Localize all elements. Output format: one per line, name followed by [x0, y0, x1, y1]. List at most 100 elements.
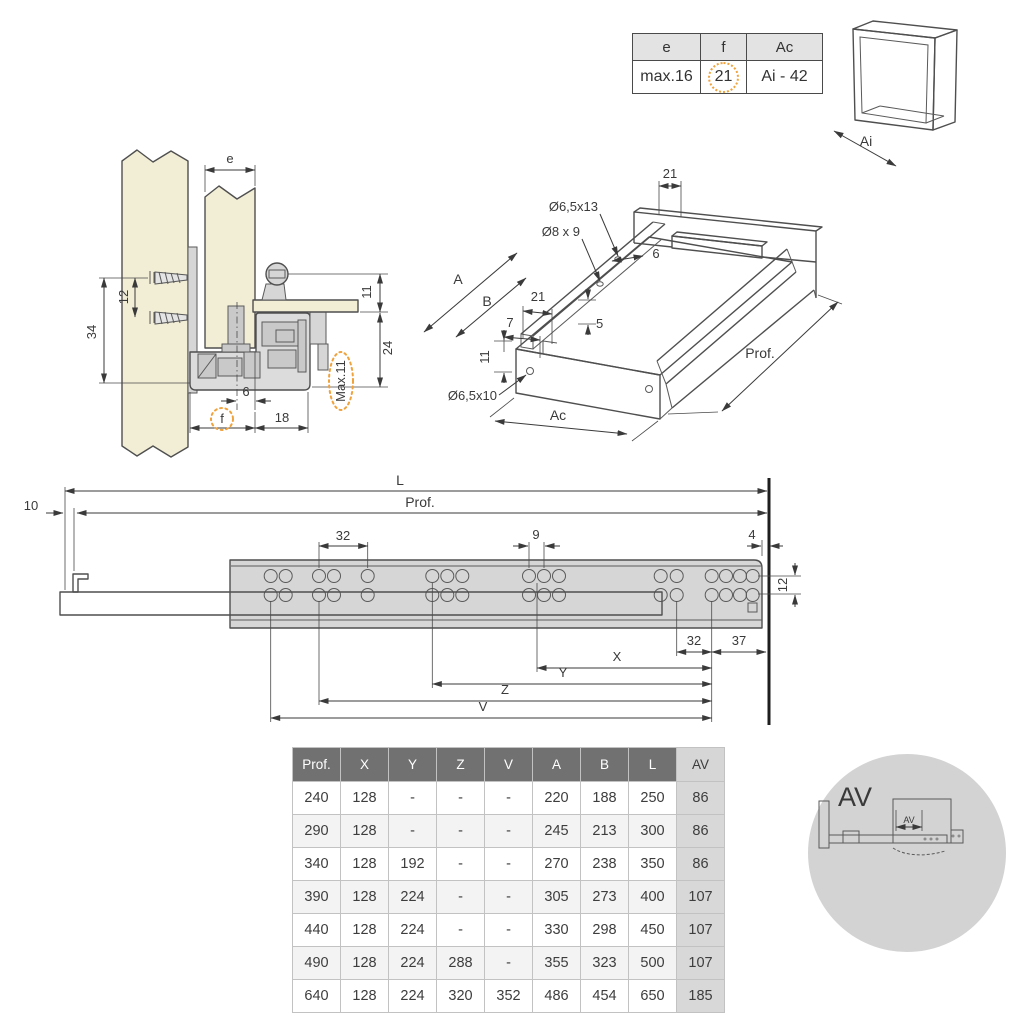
av-detail-drawing: AV AV	[808, 754, 1006, 952]
iso-dim-a: A	[453, 271, 463, 287]
table-cell: 490	[292, 946, 341, 980]
table-cell: 86	[676, 847, 725, 881]
drawer-body	[892, 798, 952, 844]
table-cell: 640	[292, 979, 341, 1013]
table-cell: 298	[580, 913, 629, 947]
table-cell: 454	[580, 979, 629, 1013]
dim-12-label: 12	[116, 290, 131, 304]
table-cell: 320	[436, 979, 485, 1013]
table-cell: 86	[676, 814, 725, 848]
cabinet-ai-label: Ai	[860, 133, 872, 149]
column-header-y: Y	[388, 747, 437, 782]
table-cell: -	[436, 814, 485, 848]
table-cell: -	[436, 781, 485, 815]
screw-top	[149, 271, 188, 285]
slide-mechanism-parts	[197, 319, 307, 379]
table-cell: 290	[292, 814, 341, 848]
back-wall	[633, 207, 823, 298]
table-cell: 400	[628, 880, 677, 914]
screw-bottom	[149, 311, 188, 325]
table-cell: -	[484, 781, 533, 815]
table-cell: 288	[436, 946, 485, 980]
table-cell: -	[436, 847, 485, 881]
table-cell: -	[436, 880, 485, 914]
av-detail-title: AV	[838, 782, 872, 812]
sv-dim-l: L	[396, 472, 404, 488]
table-cell: 224	[388, 880, 437, 914]
table-cell: 128	[340, 847, 389, 881]
table-cell: 238	[580, 847, 629, 881]
dim-11-label: 11	[359, 285, 374, 299]
table-cell: -	[388, 781, 437, 815]
side-view-drawing: L Prof. 10	[24, 472, 801, 725]
sv-dim-x: X	[613, 649, 622, 664]
dim-18-label: 18	[275, 410, 289, 425]
iso-dim-ac: Ac	[550, 407, 566, 423]
table-cell: 350	[628, 847, 677, 881]
table-cell: 440	[292, 913, 341, 947]
table-cell: 107	[676, 880, 725, 914]
f-value-highlight: 21	[708, 61, 739, 93]
inner-rail-bar	[59, 591, 663, 616]
column-header-v: V	[484, 747, 533, 782]
iso-dim-5: 5	[596, 316, 603, 331]
sv-dim-y: Y	[559, 665, 568, 680]
rail-hook	[72, 573, 89, 593]
table-cell: -	[484, 913, 533, 947]
table-cell: 128	[340, 979, 389, 1013]
mounting-plate	[187, 246, 198, 394]
sv-dim-32b: 32	[687, 633, 701, 648]
column-header-b: B	[580, 747, 629, 782]
sv-dim-v: V	[479, 699, 488, 714]
clip-detail	[747, 602, 758, 613]
column-header-av: AV	[676, 747, 725, 782]
roller-stem	[261, 283, 287, 301]
iso-dim-prof: Prof.	[745, 345, 775, 361]
spec-value-e: max.16	[632, 60, 701, 94]
iso-hole-spec-1: Ø6,5x13	[549, 199, 598, 214]
front-hole-right	[645, 385, 653, 393]
table-cell: -	[484, 814, 533, 848]
front-tab-upper	[309, 311, 327, 345]
sv-dim-4: 4	[748, 527, 755, 542]
table-cell: -	[436, 913, 485, 947]
table-cell: -	[388, 814, 437, 848]
table-cell: -	[484, 847, 533, 881]
fixing-bolt	[227, 305, 245, 347]
table-cell: 220	[532, 781, 581, 815]
table-cell: 128	[340, 880, 389, 914]
table-cell: 86	[676, 781, 725, 815]
table-cell: 300	[628, 814, 677, 848]
iso-dim-21-top: 21	[663, 166, 677, 181]
column-header-a: A	[532, 747, 581, 782]
table-cell: -	[484, 880, 533, 914]
spec-header-f: f	[700, 33, 747, 61]
table-cell: 390	[292, 880, 341, 914]
sv-dim-32a: 32	[336, 528, 350, 543]
detail-circle-background	[808, 754, 1006, 952]
drawer-body-rail-end	[950, 829, 964, 844]
column-header-z: Z	[436, 747, 485, 782]
drawer-bottom-panel	[252, 299, 359, 313]
table-cell: 213	[580, 814, 629, 848]
table-cell: 192	[388, 847, 437, 881]
cabinet-side-panel	[121, 149, 189, 458]
av-dim-label: AV	[903, 815, 914, 825]
table-cell: 107	[676, 913, 725, 947]
sv-dim-37: 37	[732, 633, 746, 648]
sv-dim-10: 10	[24, 498, 38, 513]
sv-dim-prof: Prof.	[405, 494, 435, 510]
table-cell: 224	[388, 979, 437, 1013]
table-cell: 128	[340, 946, 389, 980]
spec-value-row: max.16 21 Ai - 42	[632, 60, 823, 94]
fixing-bolt-head	[221, 343, 251, 353]
table-cell: 305	[532, 880, 581, 914]
table-cell: 355	[532, 946, 581, 980]
